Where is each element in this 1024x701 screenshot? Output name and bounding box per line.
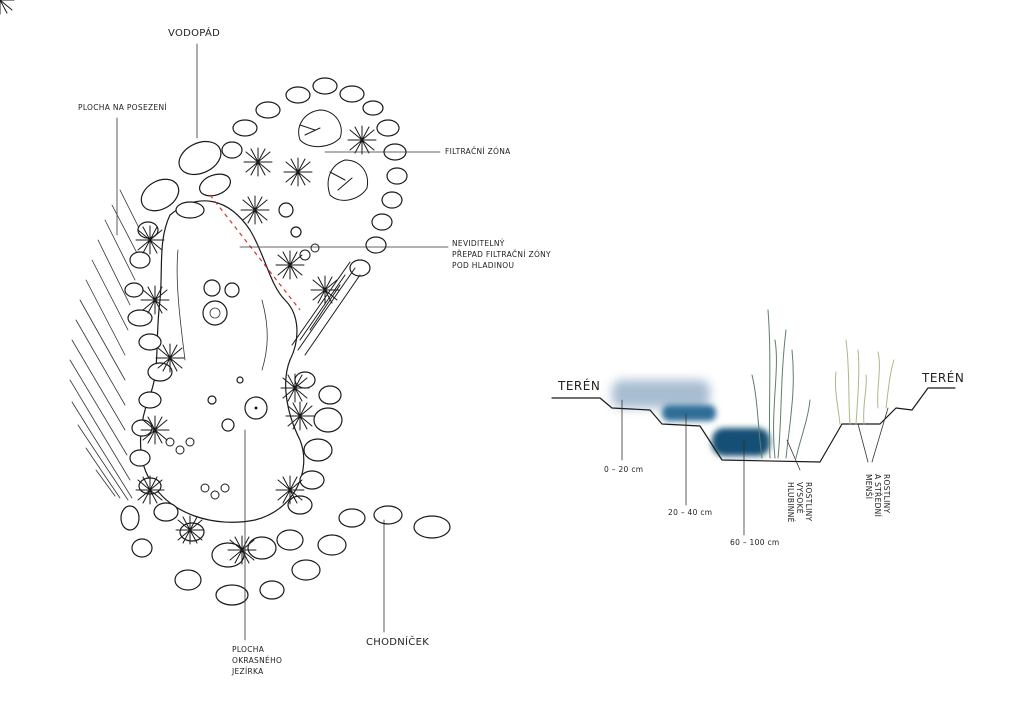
overflow-label: NEVIDITELNÝ PŘEPAD FILTRAČNÍ ZÓNY POD HL…: [452, 239, 554, 270]
deep-zone-plants: [751, 309, 811, 459]
depth-mid-label: 20 – 40 cm: [668, 508, 712, 517]
deep-zone-color: [712, 428, 770, 456]
terrain-profile: [551, 387, 956, 463]
terrain-right-label: TERÉN: [921, 370, 964, 385]
mid-zone-color: [662, 405, 716, 421]
shallow-plants: [835, 339, 895, 425]
waterfall-label: VODOPÁD: [168, 26, 220, 39]
seating-area-hatching: [69, 189, 141, 501]
deep-tall-plants-label: HLUBINNÉ VYSOKÉ ROSTLINY: [786, 482, 813, 525]
pond-plan: VODOPÁD PLOCHA NA POSEZENÍ FILTRAČNÍ ZÓN…: [0, 0, 554, 676]
section-leader-lines: [621, 399, 889, 536]
path-stepping-stones: [120, 505, 451, 606]
depth-deep-label: 60 – 100 cm: [730, 538, 780, 547]
pond-area-label: PLOCHA OKRASNÉHO JEZÍRKA: [231, 645, 285, 676]
seating-area-label: PLOCHA NA POSEZENÍ: [78, 103, 167, 112]
pond-interior-details: [202, 202, 302, 432]
pond-water-outline: [140, 200, 305, 523]
depth-shallow-label: 0 – 20 cm: [604, 465, 643, 474]
pond-cross-section: TERÉN TERÉN 0 – 20 cm 20 – 40 cm 60 – 10…: [551, 309, 964, 547]
shallow-zone-color: [612, 380, 710, 408]
filtration-zone-label: FILTRAČNÍ ZÓNA: [445, 147, 511, 156]
plants: [0, 0, 377, 565]
border-stones: [124, 77, 408, 568]
overflow-dashed-line: [209, 194, 301, 311]
plan-leader-lines: [116, 43, 449, 641]
small-medium-plants-label: MENŠÍ A STŘEDNÍ ROSTLINY: [864, 474, 891, 520]
terrain-left-label: TERÉN: [557, 378, 600, 393]
path-label: CHODNÍČEK: [366, 635, 429, 648]
